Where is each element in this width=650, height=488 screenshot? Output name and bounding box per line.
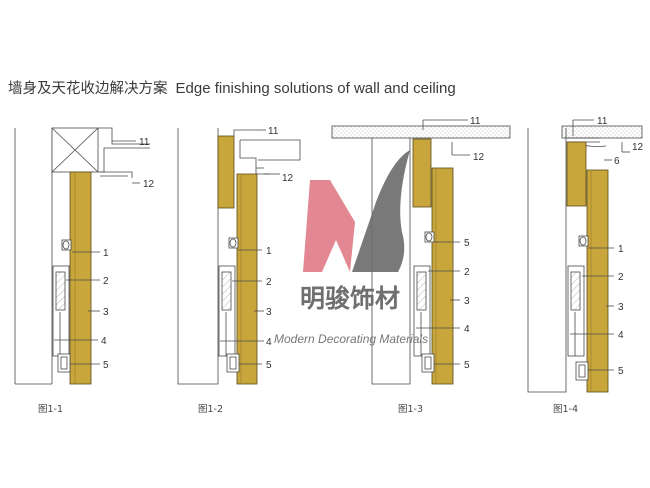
figure-1-1-labels: 11 12 1 2 3 4 5 图1-1 xyxy=(38,137,155,415)
label-1: 1 xyxy=(103,248,109,259)
page-title: 墙身及天花收边解决方案 Edge finishing solutions of w… xyxy=(8,77,456,98)
caption-1-2: 图1-2 xyxy=(198,404,223,415)
figure-1-4 xyxy=(527,119,643,393)
figure-1-3-labels: 11 12 5 2 3 4 5 图1-3 xyxy=(398,116,485,415)
figure-1-3 xyxy=(331,119,511,385)
label-11: 11 xyxy=(597,116,608,127)
label-12: 12 xyxy=(143,179,155,190)
watermark-logo: 明骏饰材 Modern Decorating Materials xyxy=(274,150,428,346)
label-1: 1 xyxy=(618,244,624,255)
label-4: 4 xyxy=(266,337,272,348)
label-4: 4 xyxy=(101,336,107,347)
caption-1-4: 图1-4 xyxy=(553,404,578,415)
label-11: 11 xyxy=(139,137,150,148)
logo-gray-flame xyxy=(352,150,410,272)
title-en: Edge finishing solutions of wall and cei… xyxy=(175,80,456,97)
label-12: 12 xyxy=(632,142,644,153)
trim-profile xyxy=(98,127,150,173)
wood-panel xyxy=(431,167,454,385)
wall-outline xyxy=(177,128,219,385)
wood-panel xyxy=(236,173,258,385)
label-5: 5 xyxy=(103,360,109,371)
label-3: 3 xyxy=(103,307,109,318)
label-11: 11 xyxy=(470,116,481,127)
figure-1-2-labels: 11 12 1 2 3 4 5 图1-2 xyxy=(198,126,294,415)
caption-1-1: 图1-1 xyxy=(38,404,63,415)
label-4: 4 xyxy=(618,330,624,341)
label-6: 6 xyxy=(614,156,620,167)
upper-panel xyxy=(217,135,235,209)
wood-panel xyxy=(586,169,609,393)
caption-1-3: 图1-3 xyxy=(398,404,423,415)
label-5: 5 xyxy=(618,366,624,377)
figure-1-2 xyxy=(177,128,301,385)
upper-panel xyxy=(412,138,432,208)
label-11: 11 xyxy=(268,126,279,137)
logo-red-shape xyxy=(303,180,355,272)
figure-1-4-labels: 11 12 6 1 2 3 4 5 图1-4 xyxy=(553,116,644,415)
label-2: 2 xyxy=(464,267,470,278)
label-3: 3 xyxy=(266,307,272,318)
wall-outline xyxy=(527,128,567,393)
label-12: 12 xyxy=(473,152,485,163)
watermark-en: Modern Decorating Materials xyxy=(274,332,428,346)
label-2: 2 xyxy=(618,272,624,283)
label-5: 5 xyxy=(464,360,470,371)
wood-panel xyxy=(69,171,92,385)
label-2: 2 xyxy=(103,276,109,287)
title-cn: 墙身及天花收边解决方案 xyxy=(8,81,168,97)
label-12: 12 xyxy=(282,173,294,184)
upper-panel xyxy=(566,141,587,207)
ceiling-slab xyxy=(331,125,511,139)
label-3: 3 xyxy=(618,302,624,313)
figure-1-1 xyxy=(14,127,150,385)
wall-outline xyxy=(14,128,53,385)
label-5-top: 5 xyxy=(464,238,470,249)
label-3: 3 xyxy=(464,296,470,307)
label-4: 4 xyxy=(464,324,470,335)
ceiling-slab xyxy=(561,125,643,139)
label-1: 1 xyxy=(266,246,272,257)
label-5: 5 xyxy=(266,360,272,371)
label-2: 2 xyxy=(266,277,272,288)
watermark-cn: 明骏饰材 xyxy=(300,284,400,313)
